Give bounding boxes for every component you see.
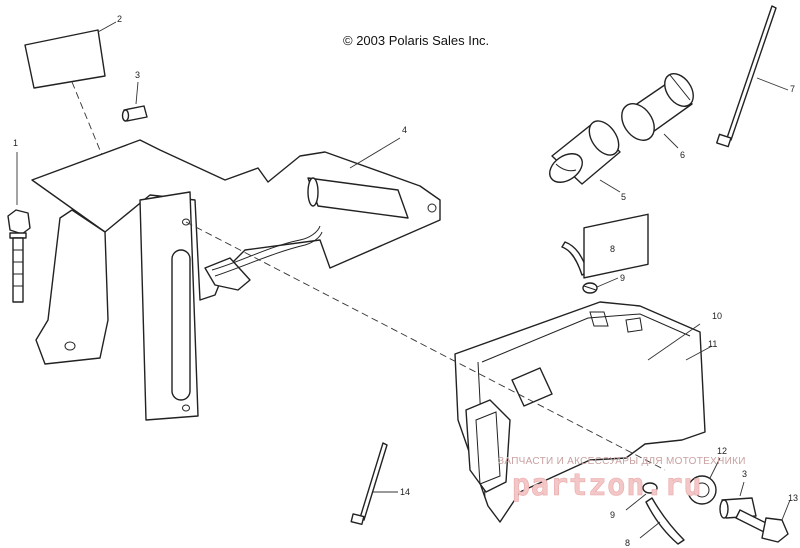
watermark-site: partzon.ru [512,468,703,503]
callout-8-bottom: 8 [625,538,630,548]
callout-7: 7 [790,84,795,94]
callout-13: 13 [788,493,798,503]
ecu-module [454,213,713,523]
callout-6: 6 [680,150,685,160]
callout-2: 2 [117,14,122,24]
ecu-label-plate [583,213,649,279]
callout-3-bottom: 3 [742,469,747,479]
mounting-bracket [31,137,441,421]
callout-14: 14 [400,487,410,497]
cable-tie-short [350,442,398,526]
callout-12: 12 [717,446,727,456]
callout-9-top: 9 [620,273,625,283]
grommet [687,457,721,505]
label-decal [24,21,117,161]
spacer-sleeve [121,81,148,122]
callout-3-top: 3 [135,70,140,80]
callout-1: 1 [13,138,18,148]
flange-bolt [7,152,31,303]
bolt-lower [735,499,791,543]
boot [549,120,621,193]
alignment-line [185,221,666,471]
callout-9-bottom: 9 [610,510,615,520]
callout-8-top: 8 [610,244,615,254]
cable-tie-long [716,5,789,148]
callout-10: 10 [712,311,722,321]
copyright-text: © 2003 Polaris Sales Inc. [343,33,489,48]
callout-5: 5 [621,192,626,202]
callout-4: 4 [402,125,407,135]
hose-lower [625,482,685,545]
cap [621,73,694,149]
watermark-tagline: ЗАПЧАСТИ И АКСЕССУАРЫ ДЛЯ МОТОТЕХНИКИ [498,456,746,467]
callout-11: 11 [708,339,717,349]
